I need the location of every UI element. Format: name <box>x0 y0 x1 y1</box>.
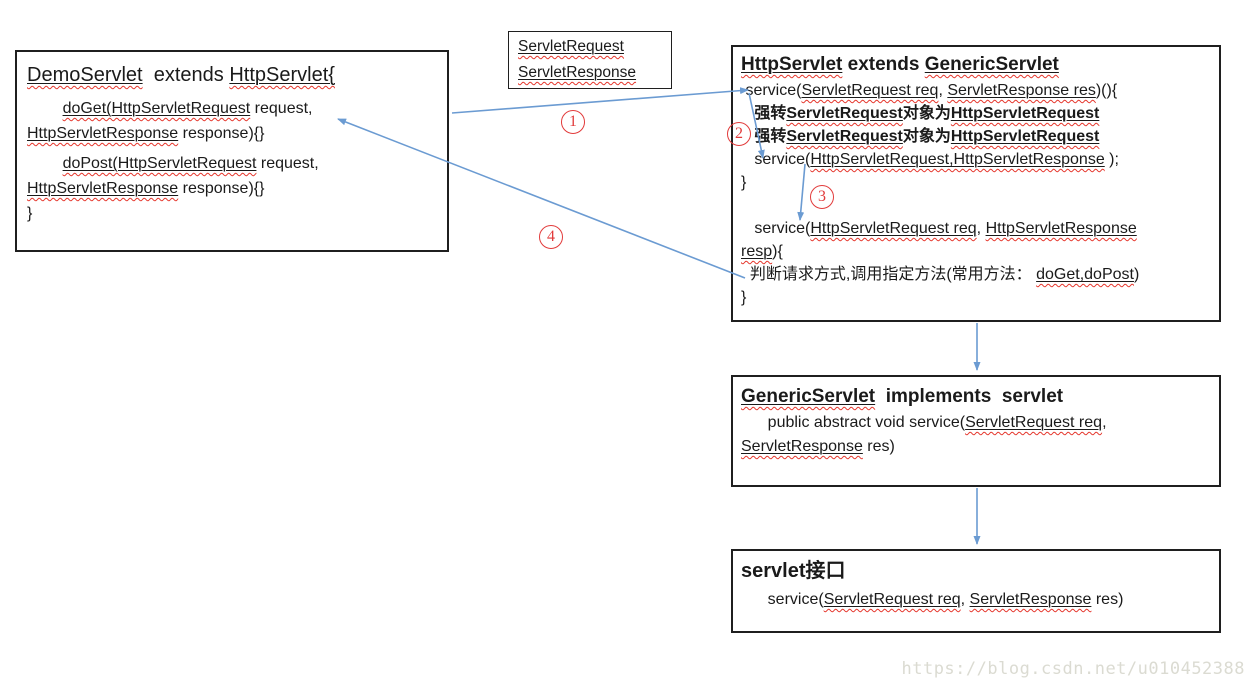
text-line: ServletResponse res) <box>741 438 895 455</box>
text-line: service(HttpServletRequest req, HttpServ… <box>741 220 1137 237</box>
text-line: 判断请求方式,调用指定方法(常用方法： doGet,doPost) <box>741 266 1140 283</box>
text-line: doGet(HttpServletRequest request, <box>62 100 313 117</box>
text-line: ServletResponse <box>518 64 637 81</box>
text-line: HttpServletResponse response){} <box>27 125 265 142</box>
text-line: 强转ServletRequest对象为HttpServletRequest <box>741 128 1100 145</box>
text-line: HttpServletResponse response){} <box>27 180 265 197</box>
text-line: } <box>741 289 747 306</box>
step-1-badge: 1 <box>561 110 585 134</box>
text-line: GenericServlet implements servlet <box>741 386 1064 407</box>
text-line: } <box>27 205 33 222</box>
text-line: HttpServlet extends GenericServlet <box>741 54 1059 75</box>
text-line: ServletRequest <box>518 38 624 55</box>
text-line: resp){ <box>741 243 783 260</box>
arrow-step1 <box>451 87 749 114</box>
text-line: servlet接口 <box>741 560 846 582</box>
text-line: service(HttpServletRequest,HttpServletRe… <box>741 151 1119 168</box>
text-line: service(ServletRequest req, ServletRespo… <box>741 82 1118 99</box>
step-4-badge: 4 <box>539 225 563 249</box>
genericservlet-class-box: GenericServlet implements servlet public… <box>731 375 1221 487</box>
demoservlet-class-box: DemoServlet extends HttpServlet{ doGet(H… <box>15 50 449 252</box>
text-line: service(ServletRequest req, ServletRespo… <box>741 591 1124 608</box>
text-line: public abstract void service(ServletRequ… <box>741 414 1107 431</box>
text-line: 强转ServletRequest对象为HttpServletRequest <box>741 105 1100 122</box>
text-line: DemoServlet extends HttpServlet{ <box>27 64 335 86</box>
step-2-badge: 2 <box>727 122 751 146</box>
httpservlet-class-box: HttpServlet extends GenericServlet servi… <box>731 45 1221 322</box>
text-line: doPost(HttpServletRequest request, <box>62 155 319 172</box>
blog-watermark: https://blog.csdn.net/u010452388 <box>901 659 1245 679</box>
step-3-badge: 3 <box>810 185 834 209</box>
servlet-interface-box: servlet接口 service(ServletRequest req, Se… <box>731 549 1221 633</box>
